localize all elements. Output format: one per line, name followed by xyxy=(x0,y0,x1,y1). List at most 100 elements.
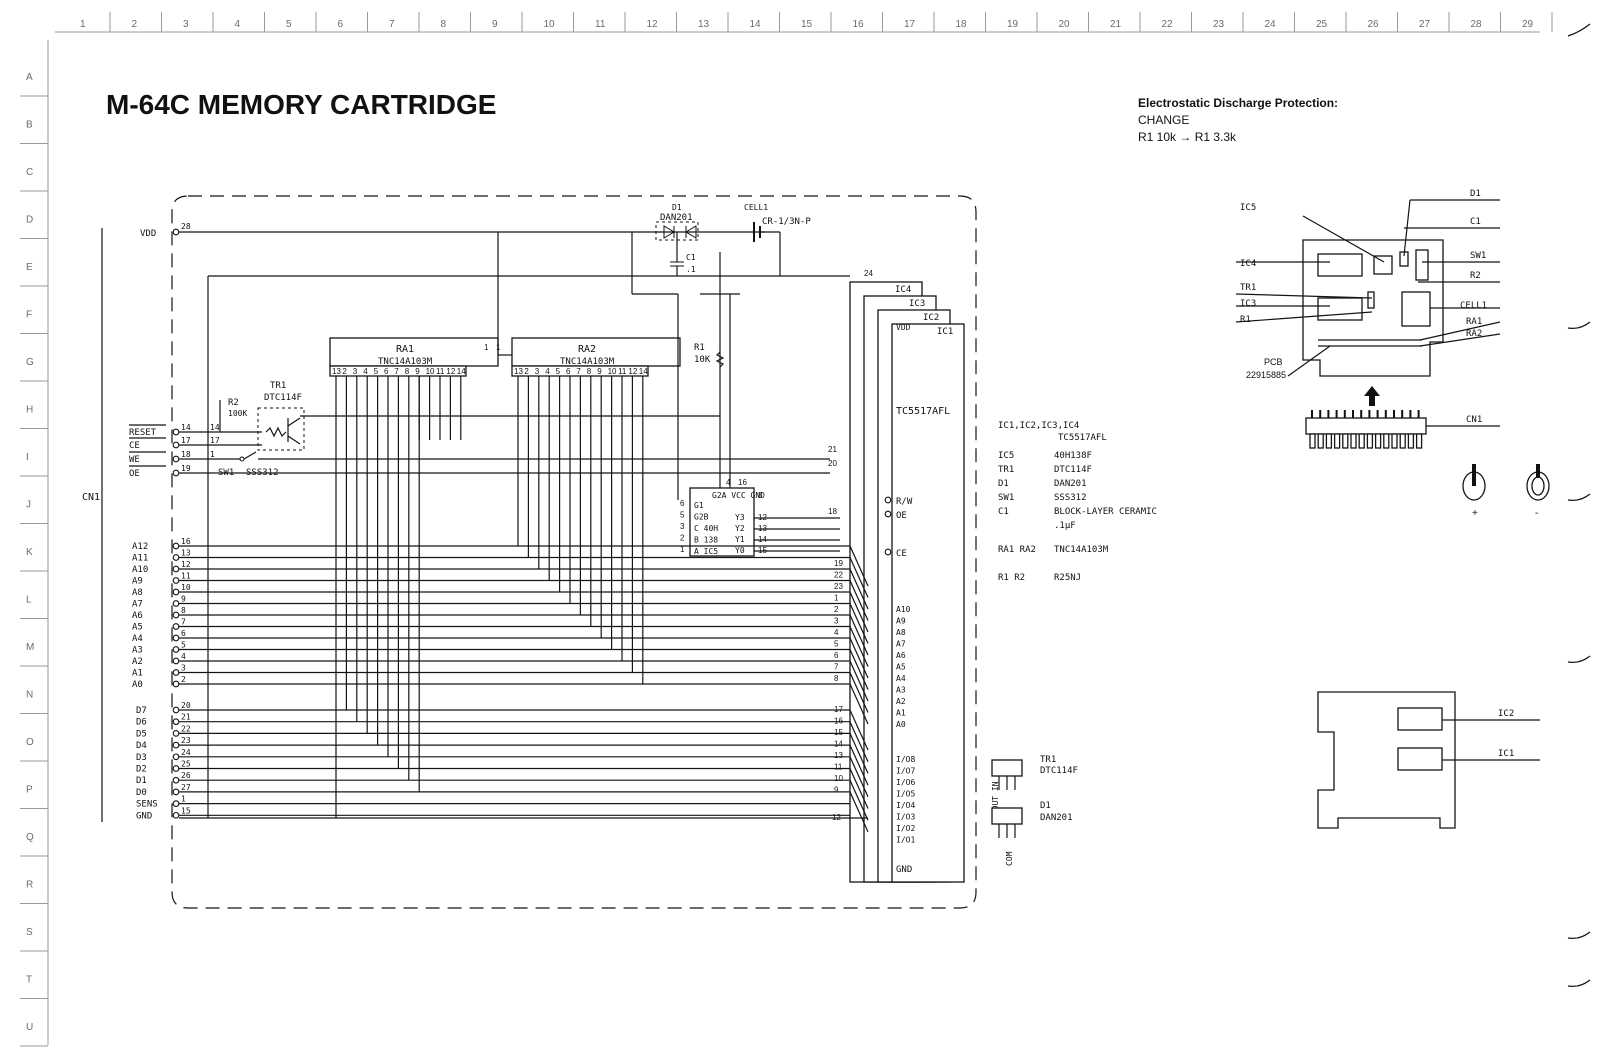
pcb-label-r2: R2 xyxy=(1470,271,1481,281)
addr-fanout xyxy=(849,626,869,667)
ram-data-pin: 9 xyxy=(834,786,839,795)
ruler-row-Q: Q xyxy=(26,832,34,843)
ram-addr-pin: 6 xyxy=(834,651,839,660)
cn1-addr-label: A5 xyxy=(132,623,143,633)
cn1-addr-label: A10 xyxy=(132,565,148,575)
connector-pin-icon xyxy=(172,669,180,676)
diode-icon xyxy=(663,225,697,239)
cn1-addr-label: A12 xyxy=(132,542,148,552)
cn1-addr-pin: 10 xyxy=(181,583,191,592)
ruler-col-25: 25 xyxy=(1316,19,1328,30)
ruler-col-26: 26 xyxy=(1368,19,1380,30)
capacitor-icon xyxy=(670,261,684,267)
pcb-label-ic5: IC5 xyxy=(1240,203,1256,213)
cn1-tooth xyxy=(1415,433,1423,449)
ram-ref: IC4 xyxy=(895,285,911,295)
ram-addr-label: A0 xyxy=(896,720,906,729)
cn1-addr-label: A11 xyxy=(132,554,148,564)
ruler-col-2: 2 xyxy=(132,19,138,30)
cn1-addr-pin: 2 xyxy=(181,675,186,684)
connector-pin-icon xyxy=(172,441,180,449)
ic5-output: Y2 xyxy=(735,524,745,533)
ruler-row-A: A xyxy=(26,72,33,83)
ram-vdd: VDD xyxy=(896,323,911,332)
ram-addr-label: A7 xyxy=(896,640,906,649)
sw1-contact-icon xyxy=(239,456,245,462)
parts-ref: C1 xyxy=(998,507,1009,517)
ram-addr-pin: 2 xyxy=(834,605,839,614)
ram-addr-label: A8 xyxy=(896,628,906,637)
ra1-pin: 14 xyxy=(457,367,466,376)
ram-data-pin: 16 xyxy=(834,717,843,726)
ra1-pin: 11 xyxy=(436,367,445,376)
ruler-row-I: I xyxy=(26,452,29,463)
ram-data-pin: 13 xyxy=(834,751,843,760)
connector-pin-icon xyxy=(172,542,180,550)
addr-fanout xyxy=(849,672,869,713)
cn1-addr-label: A9 xyxy=(132,577,143,587)
cn1-data-label: D2 xyxy=(136,765,147,775)
ra2-pin: 2 xyxy=(524,367,529,376)
ruler-row-O: O xyxy=(26,737,34,748)
cn1-addr-label: A2 xyxy=(132,657,143,667)
cn1-ce-label: CE xyxy=(129,441,140,451)
ram-data-pin: 15 xyxy=(834,728,843,737)
ruler-col-9: 9 xyxy=(492,19,498,30)
ram-addr-label: A10 xyxy=(896,605,911,614)
cn1-addr-label: A8 xyxy=(132,588,143,598)
addr-fanout xyxy=(849,660,869,702)
pcb-label-ra1: RA1 xyxy=(1466,317,1482,327)
ra1-pin: 9 xyxy=(415,367,420,376)
ruler-col-27: 27 xyxy=(1419,19,1431,30)
cn1-tooth xyxy=(1399,433,1406,449)
ra1-pin: 3 xyxy=(353,367,358,376)
cn1-tooth xyxy=(1325,433,1333,449)
pcb-top-view: IC5 D1 C1 SW1 R2 IC4 TR1 IC3 R1 CELL1 RA… xyxy=(1235,189,1501,449)
connector-pin-icon xyxy=(172,600,180,607)
tr1-pinout-part: DTC114F xyxy=(1040,766,1078,776)
ruler-col-13: 13 xyxy=(698,19,710,30)
ruler-row-M: M xyxy=(26,642,34,653)
pcb-label-ic3: IC3 xyxy=(1240,299,1256,309)
ram-ctrl-pin: 21 xyxy=(828,445,837,454)
connector-pin-icon xyxy=(172,718,180,726)
ruler-col-8: 8 xyxy=(441,19,447,30)
cn1-ctrl-pin: 18 xyxy=(181,450,191,459)
ra2-pin: 8 xyxy=(587,367,592,376)
connector-pin-icon xyxy=(172,730,180,737)
sw1-switch-icon xyxy=(243,451,257,460)
pcb-cn1 xyxy=(1305,417,1427,435)
cn1-pin xyxy=(1311,410,1313,418)
ic5 xyxy=(689,487,755,557)
ra2-pin: 12 xyxy=(628,367,637,376)
addr-fanout xyxy=(849,580,869,621)
cn1-ctrl-inner: 1 xyxy=(210,450,215,459)
cn1-tooth xyxy=(1358,433,1365,449)
ic5-pin: 6 xyxy=(680,499,685,508)
cn1-pin xyxy=(1343,410,1346,418)
cn1-tooth xyxy=(1333,433,1341,449)
tr1-part: DTC114F xyxy=(264,393,302,403)
ruler-row-E: E xyxy=(26,262,33,273)
ra1-vdd-pin: 1 xyxy=(484,343,489,352)
cn1-data-pin: 15 xyxy=(181,806,191,815)
ram-addr-label: A9 xyxy=(896,617,906,626)
connector-pin-icon xyxy=(172,800,180,807)
ra2-pin: 3 xyxy=(535,367,540,376)
ram-addr-pin: 4 xyxy=(834,628,839,637)
cn1-tooth xyxy=(1342,433,1349,449)
data-fanout xyxy=(849,768,869,809)
cn1-ctrl-pin: 19 xyxy=(181,464,191,473)
r1-value: 10K xyxy=(694,355,711,365)
parts-ref: RA1 RA2 xyxy=(998,545,1036,555)
cn1-addr-pin: 11 xyxy=(181,572,191,581)
r2-ref: R2 xyxy=(228,398,239,408)
pcb-label-sw1: SW1 xyxy=(1470,251,1486,261)
ic5-line: G1 xyxy=(694,501,704,510)
cn1-addr-label: A0 xyxy=(132,680,143,690)
pcb-bottom-label-ic2: IC2 xyxy=(1498,709,1514,719)
cn1-pin xyxy=(1368,410,1371,418)
cartridge-frame xyxy=(171,195,977,909)
cn1-addr-pin: 8 xyxy=(181,606,186,615)
